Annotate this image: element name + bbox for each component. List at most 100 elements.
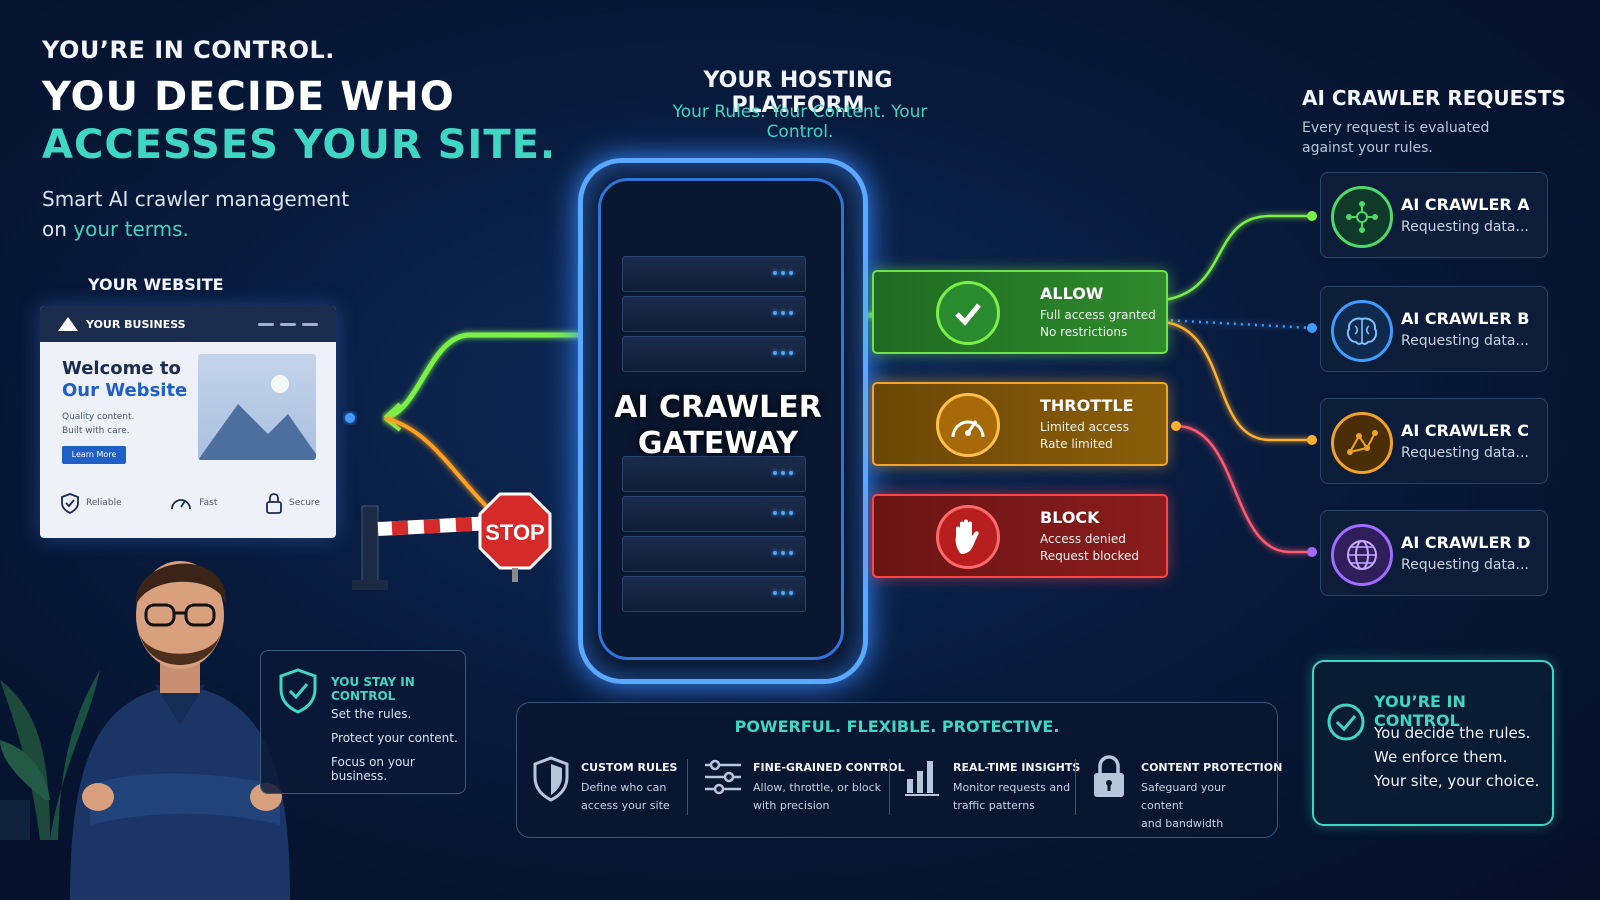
platform-subtitle: Your Rules. Your Content. Your Control. bbox=[672, 102, 928, 142]
person-illustration bbox=[70, 561, 290, 900]
server-unit bbox=[622, 536, 806, 572]
speedometer-icon bbox=[171, 499, 192, 510]
feature-title: REAL-TIME INSIGHTS bbox=[953, 761, 1081, 774]
feature-title: CONTENT PROTECTION bbox=[1141, 761, 1283, 774]
block-line-2: Request blocked bbox=[1040, 549, 1139, 563]
crawler-name: AI CRAWLER A bbox=[1401, 195, 1530, 214]
youre-in-control-card: YOU’RE IN CONTROL You decide the rules. … bbox=[1312, 660, 1554, 826]
nav-menu-icon[interactable] bbox=[258, 322, 318, 326]
throttle-line-2: Rate limited bbox=[1040, 437, 1113, 451]
allow-line-2: No restrictions bbox=[1040, 325, 1128, 339]
stop-sign-icon bbox=[478, 492, 552, 582]
control-line-2: We enforce them. bbox=[1374, 748, 1508, 766]
feature-divider bbox=[1075, 759, 1076, 815]
learn-more-button[interactable]: Learn More bbox=[62, 446, 126, 464]
control-line-3: Your site, your choice. bbox=[1374, 772, 1540, 790]
feature-fine-grained: FINE-GRAINED CONTROL Allow, throttle, or… bbox=[703, 755, 905, 819]
crawler-status: Requesting data... bbox=[1401, 445, 1529, 461]
headline-line-2: ACCESSES YOUR SITE. bbox=[42, 122, 557, 168]
throttle-title: THROTTLE bbox=[1040, 396, 1134, 415]
stay-in-control-card: YOU STAY IN CONTROL Set the rules. Prote… bbox=[260, 650, 466, 794]
allow-card: ALLOW Full access granted No restriction… bbox=[872, 270, 1168, 354]
network-icon bbox=[1331, 186, 1393, 248]
brand-name: YOUR BUSINESS bbox=[86, 317, 186, 331]
feature-divider bbox=[889, 759, 890, 815]
throttle-card: THROTTLE Limited access Rate limited bbox=[872, 382, 1168, 466]
features-title: POWERFUL. FLEXIBLE. PROTECTIVE. bbox=[734, 717, 1060, 736]
headline-line-1: YOU DECIDE WHO bbox=[42, 74, 455, 120]
stay-line: Protect your content. bbox=[331, 731, 458, 745]
check-circle-icon bbox=[1327, 703, 1365, 741]
lock-icon bbox=[1094, 755, 1124, 797]
stop-sign-label: STOP bbox=[485, 520, 545, 545]
reliable-feature: Reliable bbox=[60, 492, 122, 514]
shield-icon bbox=[533, 756, 569, 802]
allow-line-1: Full access granted bbox=[1040, 308, 1156, 322]
shield-check-icon bbox=[279, 668, 317, 714]
crawler-card-b: AI CRAWLER B Requesting data... bbox=[1320, 286, 1548, 372]
feature-divider bbox=[687, 759, 688, 815]
sliders-icon bbox=[705, 759, 741, 795]
website-navbar: YOUR BUSINESS bbox=[40, 306, 336, 342]
crawler-name: AI CRAWLER C bbox=[1401, 421, 1530, 440]
brain-icon bbox=[1331, 300, 1393, 362]
crawler-name: AI CRAWLER B bbox=[1401, 309, 1530, 328]
features-panel: POWERFUL. FLEXIBLE. PROTECTIVE. CUSTOM R… bbox=[516, 702, 1282, 838]
platform-title: YOUR HOSTING PLATFORM bbox=[703, 68, 893, 118]
crawler-card-c: AI CRAWLER C Requesting data... bbox=[1320, 398, 1548, 484]
lead-text: Smart AI crawler management on your term… bbox=[42, 187, 350, 241]
website-tagline: Quality content.Built with care. bbox=[62, 412, 135, 436]
server-unit bbox=[622, 456, 806, 492]
crawler-card-a: AI CRAWLER A Requesting data... bbox=[1320, 172, 1548, 258]
control-title: YOU’RE IN CONTROL bbox=[1374, 692, 1466, 730]
lead-highlight: your terms. bbox=[73, 217, 189, 241]
stay-title: YOU STAY IN CONTROL bbox=[331, 675, 415, 703]
server-unit bbox=[622, 256, 806, 292]
secure-feature: Secure bbox=[265, 492, 320, 514]
stay-line: Set the rules. bbox=[331, 707, 412, 721]
crawler-name: AI CRAWLER D bbox=[1401, 533, 1531, 552]
lock-icon bbox=[266, 493, 282, 514]
server-unit bbox=[622, 496, 806, 532]
check-icon bbox=[936, 281, 1000, 345]
website-mockup: YOUR BUSINESS Welcome to Our Website Qua… bbox=[40, 306, 336, 538]
hand-stop-icon bbox=[936, 505, 1000, 569]
crawler-requests-title: AI CRAWLER REQUESTS bbox=[1302, 86, 1566, 110]
feature-protection: CONTENT PROTECTION Safeguard your conten… bbox=[1091, 755, 1282, 830]
crawler-status: Requesting data... bbox=[1401, 557, 1529, 573]
crawler-status: Requesting data... bbox=[1401, 219, 1529, 235]
welcome-heading: Welcome to Our Website bbox=[62, 358, 188, 401]
feature-title: FINE-GRAINED CONTROL bbox=[753, 761, 905, 774]
crawler-card-d: AI CRAWLER D Requesting data... bbox=[1320, 510, 1548, 596]
control-line-1: You decide the rules. bbox=[1374, 724, 1531, 742]
bar-chart-icon bbox=[905, 761, 939, 796]
block-title: BLOCK bbox=[1040, 508, 1100, 527]
feature-title: CUSTOM RULES bbox=[581, 761, 678, 774]
crawler-status: Requesting data... bbox=[1401, 333, 1529, 349]
gauge-icon bbox=[936, 393, 1000, 457]
server-unit bbox=[622, 296, 806, 332]
plant-icon bbox=[0, 670, 100, 840]
brand-logo-icon bbox=[58, 317, 78, 331]
shield-icon bbox=[61, 493, 79, 514]
allow-title: ALLOW bbox=[1040, 284, 1104, 303]
server-unit bbox=[622, 576, 806, 612]
server-unit bbox=[622, 336, 806, 372]
website-label: YOUR WEBSITE bbox=[88, 275, 224, 294]
tagline: YOU’RE IN CONTROL. bbox=[42, 36, 335, 64]
stay-line: Focus on your business. bbox=[331, 755, 415, 783]
globe-icon bbox=[1331, 524, 1393, 586]
throttle-line-1: Limited access bbox=[1040, 420, 1129, 434]
fast-feature: Fast bbox=[169, 493, 217, 513]
graph-icon bbox=[1331, 412, 1393, 474]
block-card: BLOCK Access denied Request blocked bbox=[872, 494, 1168, 578]
block-line-1: Access denied bbox=[1040, 532, 1126, 546]
